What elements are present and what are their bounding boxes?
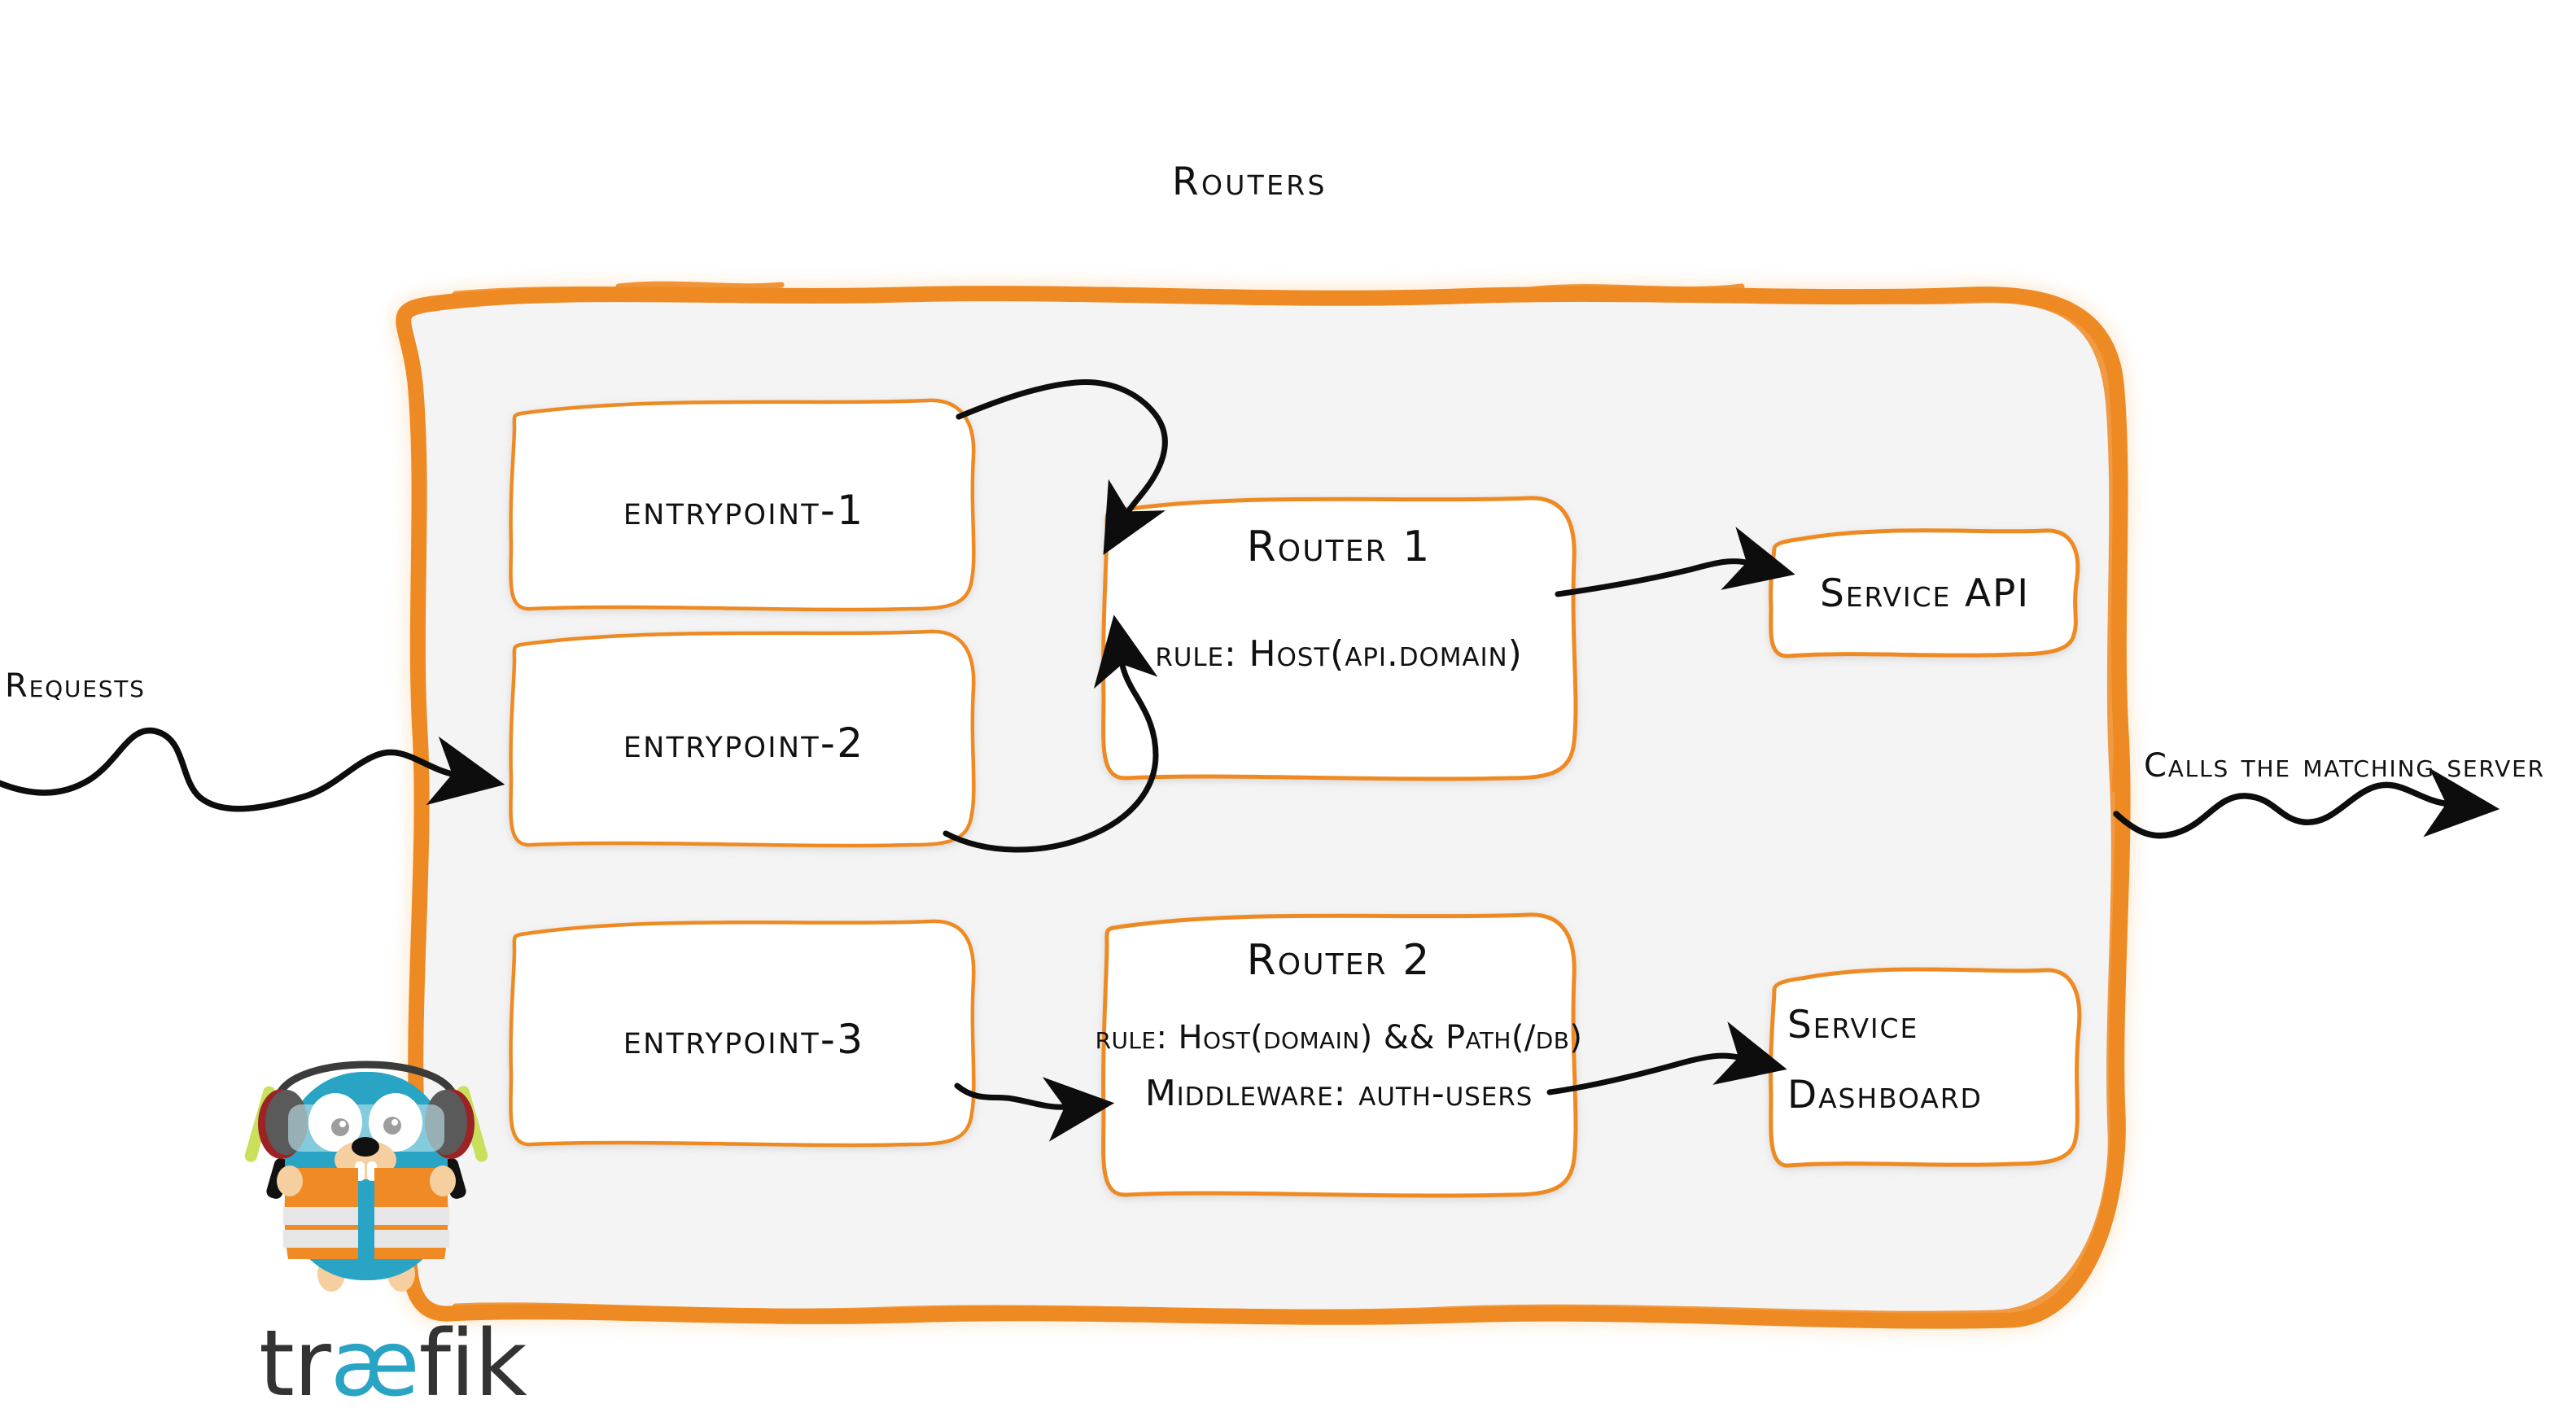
arrow-entrypoint-2-to-router-1: [942, 614, 1159, 853]
entrypoint-3-label: entrypoint-3: [623, 1016, 865, 1063]
entrypoint-2-box[interactable]: [509, 629, 976, 848]
arrow-requests-to-container: [0, 727, 505, 812]
service-dashboard-label-line-1: Service: [1787, 1003, 1919, 1047]
router-2-name: Router 2: [1246, 936, 1432, 985]
service-api-label: Service API: [1820, 571, 2030, 616]
entrypoint-2-label: entrypoint-2: [623, 719, 865, 767]
entrypoint-1-box[interactable]: [509, 398, 976, 612]
router-1-rule: rule: Host(api.domain): [1155, 633, 1523, 675]
arrow-router-2-to-service-dashboard: [1546, 1021, 1787, 1096]
router-2-rule: rule: Host(domain) && Path(/db): [1095, 1019, 1583, 1056]
requests-label: Requests: [5, 667, 146, 705]
router-2-box[interactable]: [1101, 912, 1578, 1198]
service-dashboard-label-line-2: Dashboard: [1787, 1073, 1983, 1117]
headphones-icon: [274, 1061, 458, 1100]
arrow-entrypoint-1-to-router-1: [956, 378, 1168, 555]
arrow-router-1-to-service-api: [1555, 527, 1795, 597]
arrow-entrypoint-3-to-router-2: [954, 1077, 1115, 1142]
safety-vest: [283, 1168, 449, 1259]
traefik-wordmark: træfik: [259, 1311, 527, 1417]
router-1-name: Router 1: [1246, 523, 1432, 571]
calls-matching-server-label: Calls the matching server: [2144, 747, 2545, 785]
page-title: Routers: [1172, 160, 1327, 204]
traefik-gopher-logo: [244, 1061, 488, 1292]
arrow-container-to-matching-server: [2113, 768, 2500, 839]
entrypoint-1-label: entrypoint-1: [623, 487, 865, 534]
router-2-middleware: Middleware: auth-users: [1144, 1073, 1533, 1114]
service-dashboard-box[interactable]: [1769, 967, 2082, 1168]
entrypoint-3-box[interactable]: [509, 919, 976, 1148]
